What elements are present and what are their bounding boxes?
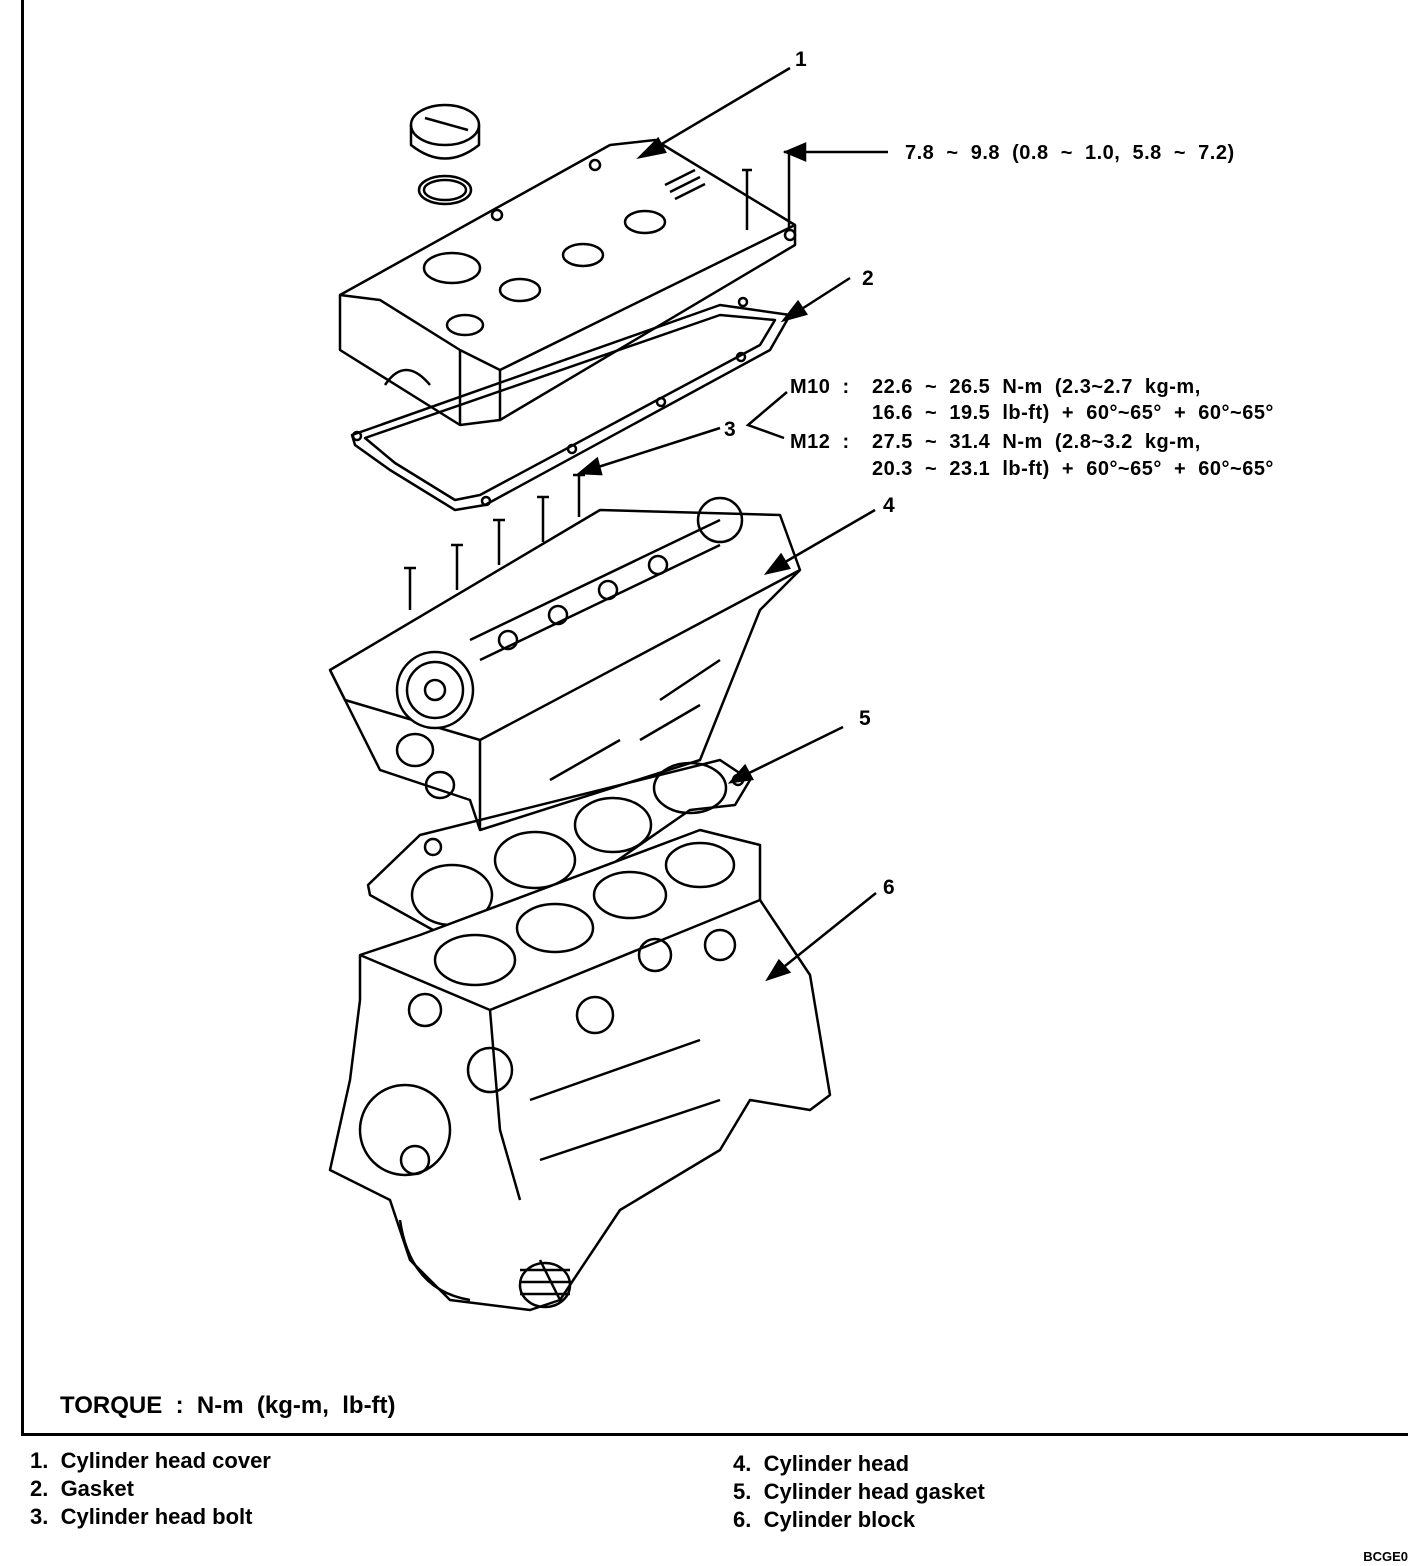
m12-label: M12 : [790, 431, 850, 453]
callout-1: 1 [795, 48, 807, 71]
legend-item: 1. Cylinder head cover [30, 1448, 271, 1473]
callout-5: 5 [859, 707, 871, 730]
cover-bolt-torque: 7.8 ~ 9.8 (0.8 ~ 1.0, 5.8 ~ 7.2) [905, 142, 1235, 164]
callout-2: 2 [862, 267, 874, 290]
m10-label: M10 : [790, 376, 850, 398]
m10-torque-line2: 16.6 ~ 19.5 lb-ft) + 60°~65° + 60°~65° [872, 402, 1274, 424]
m10-torque-line1: 22.6 ~ 26.5 N-m (2.3~2.7 kg-m, [872, 376, 1201, 398]
cylinder-head-cover [338, 138, 797, 427]
oil-filler-cap [409, 103, 481, 206]
legend-item: 5. Cylinder head gasket [733, 1479, 985, 1504]
callout-4: 4 [883, 494, 895, 517]
engine-exploded-view [328, 66, 888, 1312]
cylinder-head-gasket [366, 758, 752, 947]
callout-6: 6 [883, 876, 895, 899]
parts-legend-left: 1. Cylinder head cover 2. Gasket 3. Cyli… [30, 1447, 271, 1531]
parts-legend-right: 4. Cylinder head 5. Cylinder head gasket… [733, 1450, 985, 1534]
cylinder-head-bolts [404, 473, 585, 610]
torque-unit-label: TORQUE : N-m (kg-m, lb-ft) [60, 1392, 396, 1419]
leader-arrows [576, 66, 888, 982]
m12-torque-line1: 27.5 ~ 31.4 N-m (2.8~3.2 kg-m, [872, 431, 1201, 453]
figure-code: BCGE0 [1363, 1549, 1408, 1564]
cover-gasket [350, 296, 792, 512]
legend-item: 6. Cylinder block [733, 1507, 916, 1532]
cylinder-block [328, 828, 832, 1312]
diagram-frame [21, 0, 1408, 1436]
legend-item: 4. Cylinder head [733, 1451, 910, 1476]
legend-item: 3. Cylinder head bolt [30, 1504, 253, 1529]
bolt-size-bracket [745, 391, 788, 440]
cylinder-head [328, 496, 802, 832]
callout-3: 3 [724, 418, 736, 441]
legend-item: 2. Gasket [30, 1476, 134, 1501]
m12-torque-line2: 20.3 ~ 23.1 lb-ft) + 60°~65° + 60°~65° [872, 458, 1274, 480]
